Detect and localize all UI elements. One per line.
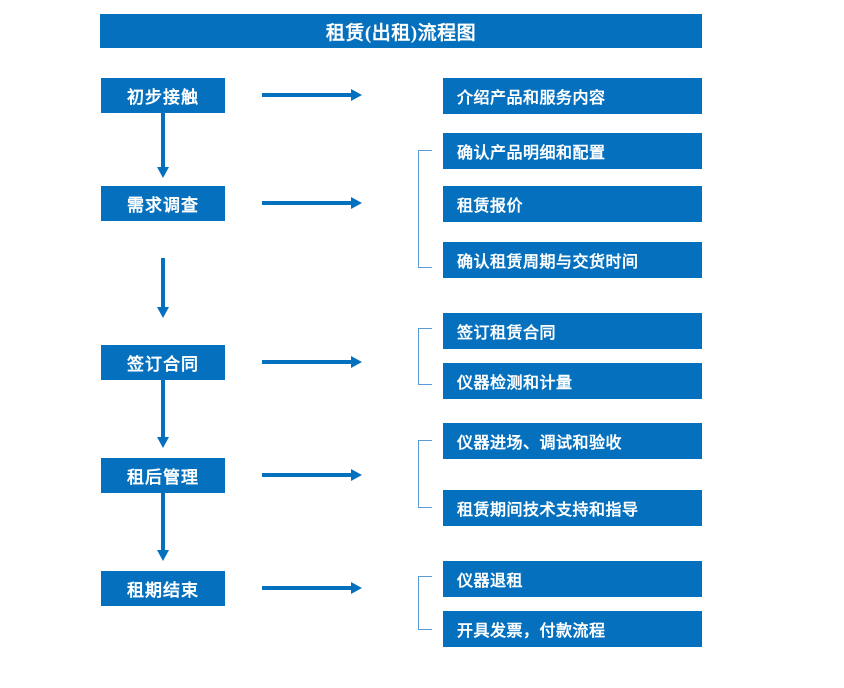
arrow-down-stage-2-to-3 [156, 258, 170, 318]
detail-box-introduce-products[interactable]: 介绍产品和服务内容 [443, 78, 702, 114]
detail-box-confirm-product-spec[interactable]: 确认产品明细和配置 [443, 133, 702, 169]
diagram-title: 租赁(出租)流程图 [100, 14, 702, 48]
arrow-down-stage-3-to-4 [156, 380, 170, 448]
detail-box-instrument-entry-debug[interactable]: 仪器进场、调试和验收 [443, 423, 702, 459]
group-bracket-stage-2 [418, 150, 432, 268]
detail-box-instrument-return[interactable]: 仪器退租 [443, 561, 702, 597]
arrow-head [157, 550, 169, 561]
arrow-head [351, 89, 362, 101]
stage-box-initial-contact[interactable]: 初步接触 [101, 78, 225, 113]
arrow-down-stage-1-to-2 [156, 113, 170, 178]
detail-box-confirm-period-delivery[interactable]: 确认租赁周期与交货时间 [443, 242, 702, 278]
arrow-right-stage-5 [262, 581, 362, 595]
arrow-shaft [262, 201, 352, 205]
stage-box-post-rental-management[interactable]: 租后管理 [101, 458, 225, 493]
detail-box-technical-support[interactable]: 租赁期间技术支持和指导 [443, 490, 702, 526]
arrow-shaft [161, 380, 165, 437]
detail-box-instrument-inspection[interactable]: 仪器检测和计量 [443, 363, 702, 399]
arrow-head [351, 469, 362, 481]
arrow-shaft [161, 258, 165, 307]
arrow-shaft [262, 93, 352, 97]
arrow-right-stage-2 [262, 196, 362, 210]
arrow-head [157, 167, 169, 178]
detail-box-invoice-payment[interactable]: 开具发票，付款流程 [443, 611, 702, 647]
arrow-shaft [161, 493, 165, 550]
arrow-head [351, 356, 362, 368]
arrow-shaft [262, 473, 352, 477]
group-bracket-stage-4 [418, 440, 432, 508]
group-bracket-stage-3 [418, 328, 432, 385]
detail-box-sign-rental-contract[interactable]: 签订租赁合同 [443, 313, 702, 349]
stage-box-requirement-survey[interactable]: 需求调查 [101, 186, 225, 221]
arrow-head [351, 197, 362, 209]
arrow-head [157, 307, 169, 318]
detail-box-rental-quote[interactable]: 租赁报价 [443, 186, 702, 222]
arrow-shaft [161, 113, 165, 167]
arrow-head [157, 437, 169, 448]
group-bracket-stage-5 [418, 576, 432, 630]
stage-box-sign-contract[interactable]: 签订合同 [101, 345, 225, 380]
arrow-right-stage-1 [262, 88, 362, 102]
arrow-shaft [262, 360, 352, 364]
stage-box-rental-end[interactable]: 租期结束 [101, 571, 225, 606]
arrow-head [351, 582, 362, 594]
arrow-right-stage-3 [262, 355, 362, 369]
arrow-right-stage-4 [262, 468, 362, 482]
arrow-down-stage-4-to-5 [156, 493, 170, 561]
arrow-shaft [262, 586, 352, 590]
